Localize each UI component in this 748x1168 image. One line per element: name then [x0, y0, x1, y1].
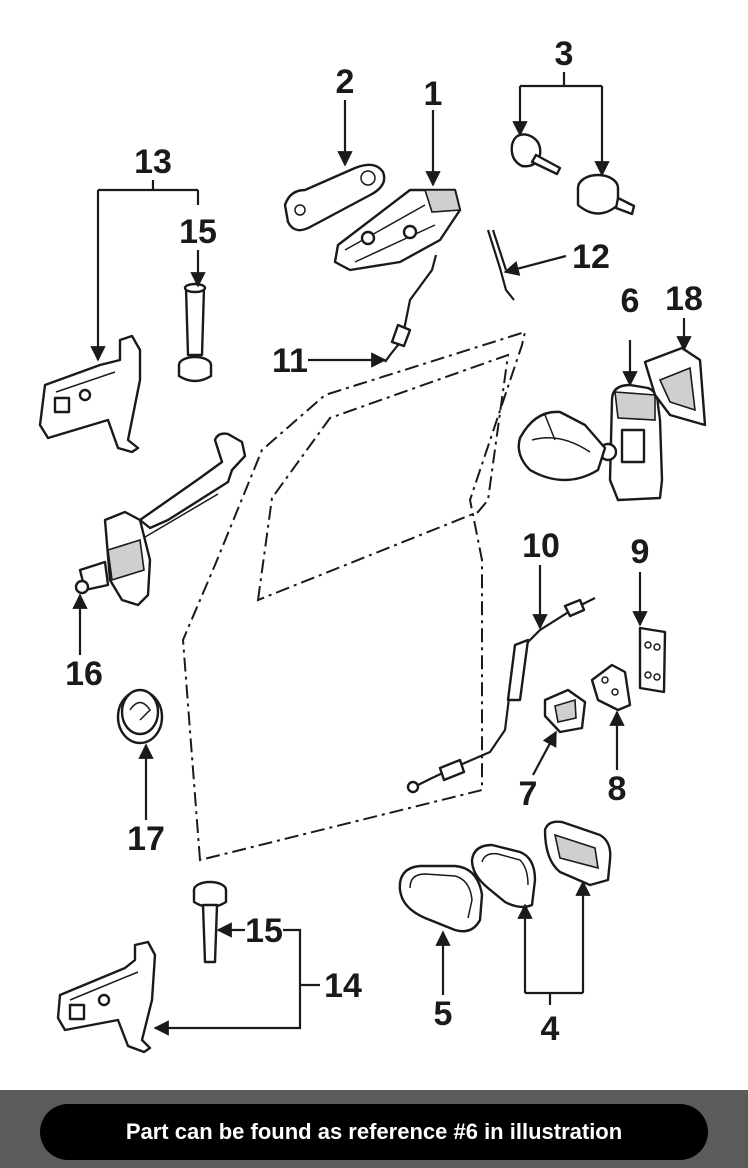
part-14-lower-hinge [56, 940, 157, 1054]
part-3-key-and-cylinder [510, 133, 636, 216]
part-11-lock-rod [384, 254, 438, 363]
callout-15-lower: 15 [245, 912, 283, 950]
reference-caption: Part can be found as reference #6 in ill… [40, 1104, 708, 1160]
callout-3: 3 [555, 35, 574, 73]
callout-15-upper: 15 [179, 213, 217, 251]
callout-9: 9 [631, 533, 650, 571]
callout-8: 8 [608, 770, 627, 808]
leader-lines [72, 72, 692, 1036]
callout-13: 13 [134, 143, 172, 181]
exploded-door-diagram: 1 2 3 4 5 6 7 8 9 10 11 12 13 14 15 15 1… [38, 35, 707, 1054]
part-8-bracket [590, 663, 632, 712]
part-15-lower-hinge-pin [192, 880, 228, 964]
callout-2: 2 [336, 63, 355, 101]
part-7-bracket [543, 688, 587, 734]
parts-diagram: 1 2 3 4 5 6 7 8 9 10 11 12 13 14 15 15 1… [38, 35, 707, 1054]
callout-18: 18 [665, 280, 703, 318]
footer-bar: Part can be found as reference #6 in ill… [0, 1090, 748, 1168]
part-5-inside-bezel [398, 864, 484, 933]
callout-labels: 1 2 3 4 5 6 7 8 9 10 11 12 13 14 15 15 1… [65, 35, 703, 1048]
part-9-plate [638, 626, 667, 694]
callout-11: 11 [272, 342, 308, 380]
part-1-handle-assembly [333, 188, 462, 272]
callout-14: 14 [324, 967, 362, 1005]
part-16-door-check [74, 432, 247, 607]
callout-17: 17 [127, 820, 165, 858]
callout-1: 1 [424, 75, 443, 113]
part-15-upper-hinge-pin [177, 282, 213, 383]
part-12-rod [486, 229, 515, 301]
part-17-grommet [116, 688, 164, 745]
callout-10: 10 [522, 527, 560, 565]
part-2-outside-handle [283, 163, 386, 232]
callout-7: 7 [519, 775, 538, 813]
part-10-remote-cable [406, 597, 596, 794]
part-6-door-latch [517, 383, 664, 502]
part-13-upper-hinge [38, 334, 142, 454]
callout-4: 4 [541, 1010, 560, 1048]
callout-5: 5 [434, 995, 453, 1033]
callout-16: 16 [65, 655, 103, 693]
part-4-inside-handle [470, 820, 612, 909]
callout-12: 12 [572, 238, 610, 276]
callout-6: 6 [621, 282, 640, 320]
door-shell [181, 330, 527, 862]
